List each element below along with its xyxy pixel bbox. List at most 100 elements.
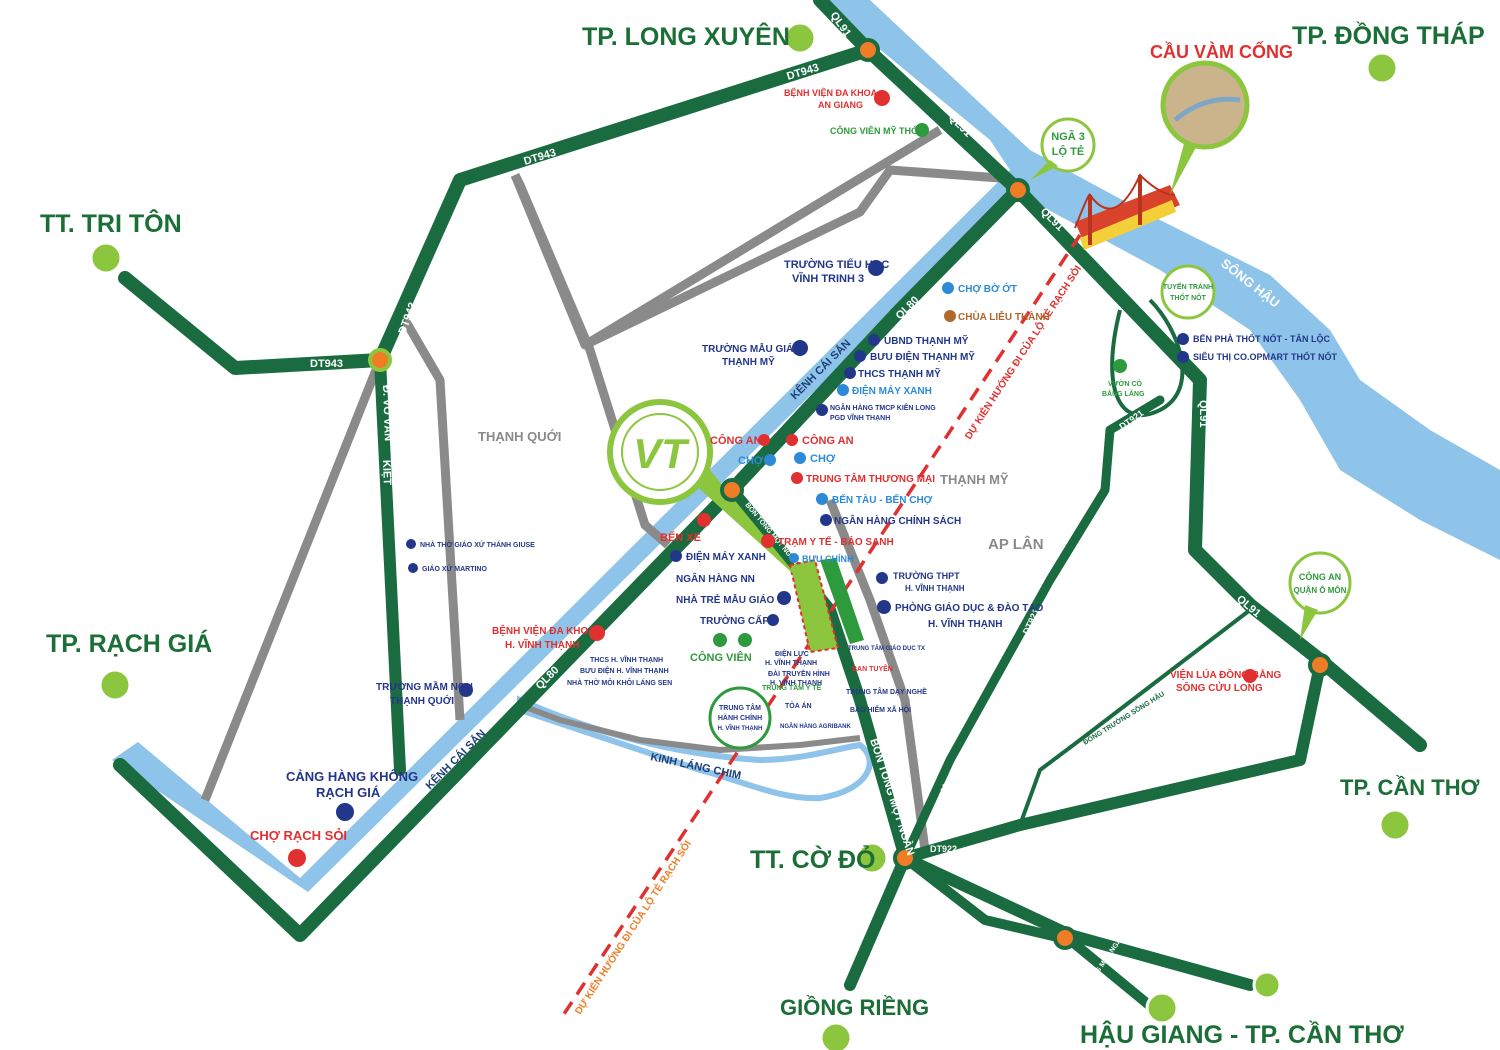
vt-logo-bubble: [607, 399, 713, 505]
local-roads: [200, 126, 1001, 851]
junction-ql91-dt943: [856, 38, 880, 62]
government-icon: [868, 334, 880, 346]
label-buu-dien-thanh-my: BƯU ĐIỆN THẠNH MỸ: [870, 350, 975, 363]
dong-thap-dot: [1365, 51, 1399, 85]
label-giong-rieng: GIỒNG RIỀNG: [780, 995, 929, 1020]
post-icon: [789, 553, 799, 563]
junction-co-do: [893, 846, 917, 870]
hau-giang-dot-2: [1252, 970, 1282, 1000]
label-can-tho: TP. CẦN THƠ: [1340, 775, 1480, 800]
label-kien-long-1: NGÂN HÀNG TMCP KIÊN LONG: [830, 403, 936, 412]
label-dien-may-xanh-2: ĐIỆN MÁY XANH: [686, 550, 766, 563]
gray-road-6: [825, 498, 930, 851]
label-bv-vt-1: BỆNH VIỆN ĐA KHOA: [492, 624, 596, 637]
label-trung-tam-2: HÀNH CHÍNH: [718, 713, 762, 722]
label-tieu-hoc-2: VĨNH TRINH 3: [792, 272, 864, 285]
label-vien-lua-1: VIỆN LÚA ĐỒNG BẰNG: [1170, 668, 1282, 681]
junction-nga3-lo-te: [1006, 178, 1030, 202]
label-tuyen-tranh-1: TUYẾN TRÁNH: [1163, 281, 1213, 291]
label-bao-hiem: BẢO HIỂM XÃ HỘI: [850, 705, 911, 714]
label-dien-may-xanh-1: ĐIỆN MÁY XANH: [852, 384, 932, 397]
school-icon: [868, 260, 884, 276]
gray-road-7: [518, 702, 861, 753]
label-tram-y-te: TRẠM Y TẾ - BẢO SANH: [778, 535, 894, 548]
store-icon-2: [670, 550, 682, 562]
label-mau-giao-tm-2: THẠNH MỸ: [722, 355, 775, 368]
label-buu-chinh: BƯU CHÍNH: [802, 554, 853, 564]
gray-road-2: [510, 172, 671, 549]
label-tt-day-nghe: TRUNG TÂM DẠY NGHỀ: [846, 686, 927, 696]
label-nh-nn: NGÂN HÀNG NN: [676, 572, 755, 585]
tuyen-tranh-bubble: [1160, 264, 1216, 320]
label-thcs-thanh-my: THCS THẠNH MỸ: [858, 367, 941, 380]
label-phong-gd-2: H. VĨNH THẠNH: [928, 617, 1002, 630]
vo-van-kiet-road: [374, 354, 406, 776]
label-coopmart: SIÊU THỊ CO.OPMART THỐT NỐT: [1193, 351, 1337, 362]
label-nha-tho-ls: NHÀ THỜ MÔI KHÔI LÁNG SEN: [567, 678, 672, 687]
label-nha-tho-giuse: NHÀ THỜ GIÁO XỨ THÁNH GIUSE: [420, 540, 535, 549]
label-cho-bo-ot: CHỢ BỜ ỚT: [958, 282, 1017, 295]
label-vvk-2: KIỆT: [380, 460, 394, 486]
police-icon: [758, 434, 770, 446]
label-ql91-east: QL91: [1197, 400, 1209, 428]
bank-icon-2: [820, 514, 832, 526]
label-ap-lan: AP LÂN: [988, 535, 1044, 553]
label-giao-xu-martino: GIÁO XỨ MARTINO: [422, 564, 487, 573]
market-icon-4: [288, 849, 306, 867]
label-tt-gd: TRUNG TÂM GIÁO DỤC TX: [848, 645, 925, 652]
label-vuon-co-1: VƯỜN CÒ: [1108, 379, 1143, 388]
school-icon-5: [459, 683, 473, 697]
trung-tam-hanh-chinh-bubble: [708, 686, 772, 750]
gray-road-3: [582, 126, 943, 349]
label-ubnd: UBND THẠNH MỸ: [884, 334, 969, 347]
nga3-bubble: [1040, 117, 1096, 173]
cau-vam-cong-bridge: [1074, 173, 1180, 250]
label-cau-vam-cong: CẦU VÀM CỐNG: [1150, 41, 1293, 62]
area-labels: THẠNH QUỚI THẠNH MỸ AP LÂN: [478, 429, 1044, 553]
thot-not-bypass: [1110, 298, 1185, 417]
park-icon: [915, 123, 929, 137]
label-thanh-quoi: THẠNH QUỚI: [478, 429, 561, 444]
tri-ton-dot: [89, 241, 123, 275]
label-vt-small-1: H. VĨNH THẠNH: [765, 658, 817, 667]
city-labels: TP. LONG XUYÊN TP. ĐỒNG THÁP TT. TRI TÔN…: [40, 20, 1485, 1049]
label-chua-lieu-thanh: CHÙA LIỄU THÀNH: [958, 310, 1050, 323]
label-nha-tre: NHÀ TRẺ MẪU GIÁO: [676, 593, 775, 606]
label-vien-lua-2: SÔNG CỬU LONG: [1176, 681, 1263, 694]
market-icon: [942, 282, 954, 294]
label-mam-non-2: THẠNH QUỚI: [390, 694, 454, 707]
kinh-lang-chiem-river: [517, 695, 873, 802]
park-icon-3: [738, 633, 752, 647]
label-dt922-2: DT922: [1150, 800, 1177, 810]
label-trung-tam-1: TRUNG TÂM: [719, 703, 761, 712]
label-mau-giao-tm-1: TRƯỜNG MẪU GIÁO: [702, 342, 801, 355]
label-ben-pha: BẾN PHÀ THỐT NỐT - TÂN LỘC: [1193, 333, 1330, 344]
vt-logo: VT: [633, 430, 690, 477]
post-office-icon: [854, 350, 866, 362]
dong-truong-road: [1018, 608, 1252, 827]
label-cong-an-2: CÔNG AN: [802, 434, 854, 447]
project-label-south: DỰ KIẾN HƯỚNG ĐI CỦA LỘ TẺ RẠCH SỎI: [572, 838, 695, 1017]
dt943-road: [118, 43, 875, 375]
label-kien-long-2: PGD VĨNH THẠNH: [830, 413, 890, 422]
dt921-road: [900, 395, 1165, 863]
temple-icon: [944, 310, 956, 322]
gray-road-5: [200, 358, 385, 802]
kindergarten-icon-2: [777, 591, 791, 605]
label-nga3-2: LỘ TẺ: [1052, 145, 1084, 158]
port-icon: [816, 493, 828, 505]
giong-rieng-dot: [819, 1021, 853, 1050]
label-vuon-co-2: BẰNG LĂNG: [1102, 389, 1145, 398]
school-icon-4: [876, 572, 888, 584]
market-icon-3: [794, 452, 806, 464]
label-dt922-3: DT922: [1275, 685, 1297, 713]
label-dong-thap: TP. ĐỒNG THÁP: [1292, 20, 1485, 50]
label-nh-chinh-sach: NGÂN HÀNG CHÍNH SÁCH: [834, 514, 961, 527]
project-site: [788, 558, 864, 654]
label-dien-luc: ĐIỆN LỰC: [775, 649, 809, 658]
education-icon: [877, 600, 891, 614]
label-thpt-1: TRƯỜNG THPT: [893, 570, 960, 581]
airport-icon: [336, 803, 354, 821]
